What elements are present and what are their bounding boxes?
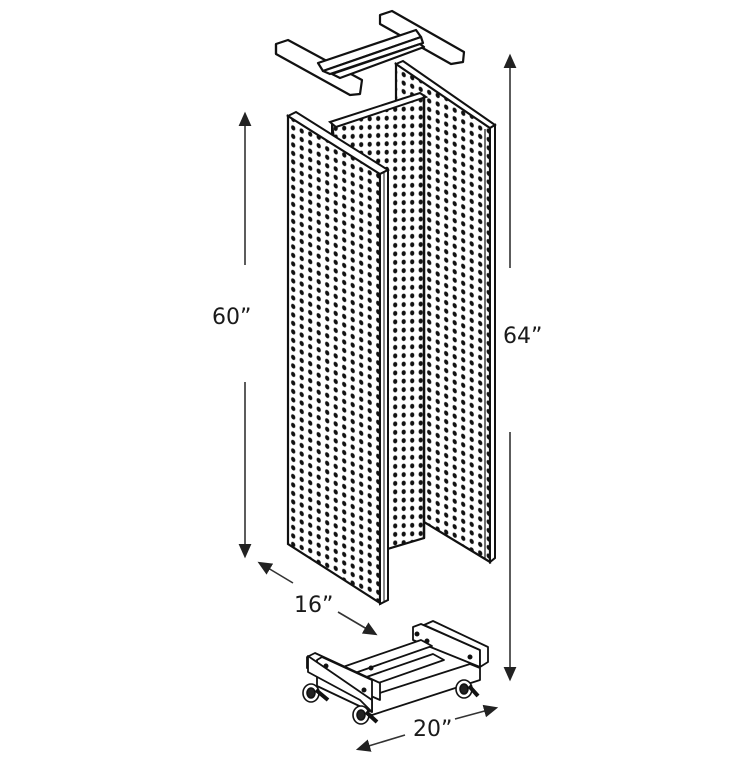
top-cap — [274, 9, 466, 97]
caster-front-left — [302, 683, 330, 703]
dim-20-arrow-right — [454, 704, 499, 720]
dim-16-arrow-left — [257, 561, 294, 584]
dim-label-16: 16” — [294, 593, 334, 618]
dim-label-60: 60” — [212, 305, 252, 330]
base — [306, 620, 489, 716]
caster-rear-right — [455, 679, 480, 699]
dim-16-arrow-right — [337, 611, 378, 636]
dim-label-20: 20” — [413, 717, 453, 742]
panel-left — [285, 110, 391, 606]
dim-20-arrow-left — [355, 734, 406, 752]
caster-front-right — [352, 705, 379, 725]
dimension-arrows — [238, 53, 517, 752]
casters — [302, 679, 480, 725]
dim-label-64: 64” — [503, 324, 543, 349]
